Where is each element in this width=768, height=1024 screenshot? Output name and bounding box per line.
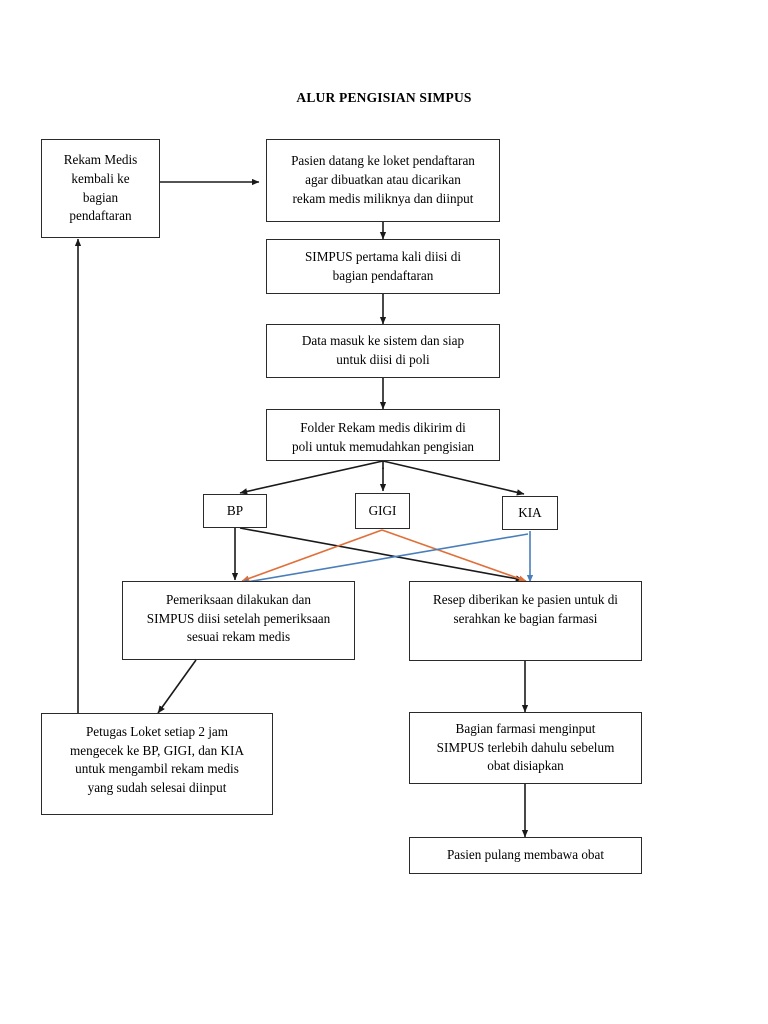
- node-bagian-farmasi[interactable]: Bagian farmasi menginput SIMPUS terlebih…: [409, 712, 642, 784]
- node-simpus-pertama[interactable]: SIMPUS pertama kali diisi di bagian pend…: [266, 239, 500, 294]
- edge-bp-to-resep: [239, 527, 524, 582]
- node-data-masuk[interactable]: Data masuk ke sistem dan siap untuk diis…: [266, 324, 500, 378]
- node-resep[interactable]: Resep diberikan ke pasien untuk di serah…: [409, 581, 642, 661]
- node-poli-kia[interactable]: KIA: [502, 496, 558, 530]
- edge-pemeriksaan-to-petugas-loket: [157, 659, 197, 714]
- node-pasien-datang[interactable]: Pasien datang ke loket pendaftaran agar …: [266, 139, 500, 222]
- node-rekam-medis-kembali[interactable]: Rekam Medis kembali ke bagian pendaftara…: [41, 139, 160, 238]
- node-poli-bp[interactable]: BP: [203, 494, 267, 528]
- node-pemeriksaan[interactable]: Pemeriksaan dilakukan dan SIMPUS diisi s…: [122, 581, 355, 660]
- node-folder-rekam[interactable]: Folder Rekam medis dikirim di poli untuk…: [266, 409, 500, 472]
- node-petugas-loket[interactable]: Petugas Loket setiap 2 jam mengecek ke B…: [41, 713, 273, 815]
- page-title: ALUR PENGISIAN SIMPUS: [296, 90, 472, 105]
- node-poli-gigi[interactable]: GIGI: [355, 493, 410, 529]
- node-pasien-pulang[interactable]: Pasien pulang membawa obat: [409, 837, 642, 874]
- edge-gigi-to-pemeriksaan: [241, 529, 383, 582]
- edge-kia-to-pemeriksaan: [240, 533, 529, 585]
- edge-gigi-to-resep: [381, 529, 527, 582]
